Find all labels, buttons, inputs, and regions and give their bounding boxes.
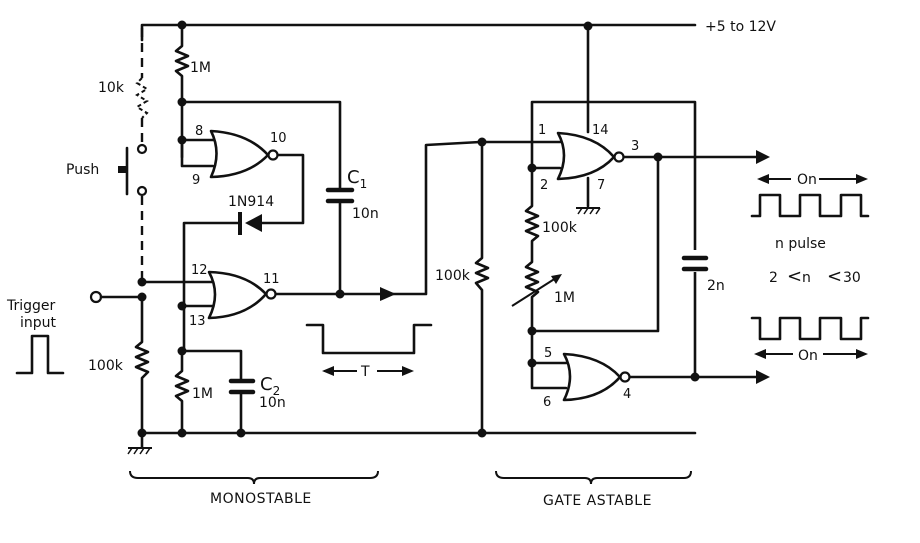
pin-label: 4 [623,387,631,402]
timing-resistor [174,349,190,435]
pin-label: 11 [263,272,280,287]
diode-label: 1N914 [228,194,274,210]
pin-label: 3 [631,139,639,154]
monostable-brace [129,470,379,485]
capacitor-c1-value: 10n [352,206,379,222]
push-resistor [135,77,149,119]
pin-label: 14 [592,123,609,138]
ground-icon [127,431,152,455]
negative-pulse-train-icon [750,316,870,341]
switch-contact [136,143,148,155]
trigger-pulse-icon [15,334,65,375]
trigger-input-terminal[interactable] [89,290,103,304]
supply-label: +5 to 12V [705,19,776,35]
variable-resistor-label: 1M [554,290,575,306]
less-than-symbol: < [787,266,802,287]
nor-gate-a [180,129,279,179]
astable-input-resistor-label: 100k [435,268,471,284]
supply-rail [140,20,697,42]
pin-label: 8 [195,124,203,139]
pin-label: 9 [192,173,200,188]
capacitor-c2-name: C2 [260,374,280,398]
nor-gate-d [530,329,631,402]
wire [180,349,243,382]
junction-node [335,289,345,299]
gate-astable-section-label: GATE ASTABLE [543,493,652,509]
nor-gate-c [480,131,625,215]
pulse-width-label: T [360,364,370,380]
on-duration-arrow-top [757,174,868,184]
pin-label: 6 [543,395,551,410]
inverter-bubble [265,288,277,300]
monostable-section-label: MONOSTABLE [210,491,312,507]
output-arrow-icon[interactable] [756,370,770,384]
wire [260,153,305,225]
wire [180,100,342,192]
range-left: 2 [769,270,778,286]
input-resistor-label: 100k [88,358,124,374]
pull-up-resistor [174,23,190,159]
capacitor-c1-name: C1 [347,167,367,191]
capacitor-c2-value: 10n [259,395,286,411]
junction-node [177,428,187,438]
push-resistor-label: 10k [98,80,125,96]
trigger-label: input [20,315,57,331]
pin-label: 10 [270,131,287,146]
push-switch-branch [118,28,149,282]
on-label-top: On [797,172,817,188]
junction-node [527,358,537,368]
inverter-bubble [619,371,631,383]
push-label: Push [66,162,99,178]
nor-gate-b [180,270,277,320]
junction-node [236,428,246,438]
pin-label: 1 [538,123,546,138]
output-arrow-icon[interactable] [756,150,770,164]
input-resistor [134,295,150,435]
pulse-width-arrow [322,366,414,376]
inverter-bubble [613,151,625,163]
trigger-label: Trigger [6,298,56,314]
junction-node [477,428,487,438]
range-mid: n [802,270,811,286]
series-resistor-label: 100k [542,220,578,236]
signal-arrow-icon [380,287,396,301]
pin-label: 13 [189,314,206,329]
timing-resistor-label: 1M [192,386,213,402]
range-right: 30 [843,270,861,286]
monostable-pulse-icon [305,323,433,355]
wire [274,140,482,296]
positive-pulse-train-icon [750,193,870,218]
variable-resistor-arrow-icon [511,274,562,307]
less-than-symbol: < [827,266,842,287]
on-duration-arrow-bottom [754,349,868,359]
pulse-count-label: n pulse [775,236,826,252]
diode-1n914 [238,212,262,235]
wire [530,155,660,333]
gate-astable-brace [495,470,692,485]
junction-node [690,372,700,382]
wire [182,221,242,284]
pin-label: 7 [597,178,605,193]
astable-input-resistor [474,140,490,435]
inverter-bubble [267,149,279,161]
on-label-bottom: On [798,348,818,364]
pull-up-resistor-label: 1M [190,60,211,76]
switch-contact [136,185,148,197]
pin-label: 5 [544,346,552,361]
astable-timing-resistors [524,166,540,333]
pin-label: 12 [191,263,208,278]
capacitor-2n-label: 2n [707,278,725,294]
wire [530,100,697,378]
pin-label: 2 [540,178,548,193]
